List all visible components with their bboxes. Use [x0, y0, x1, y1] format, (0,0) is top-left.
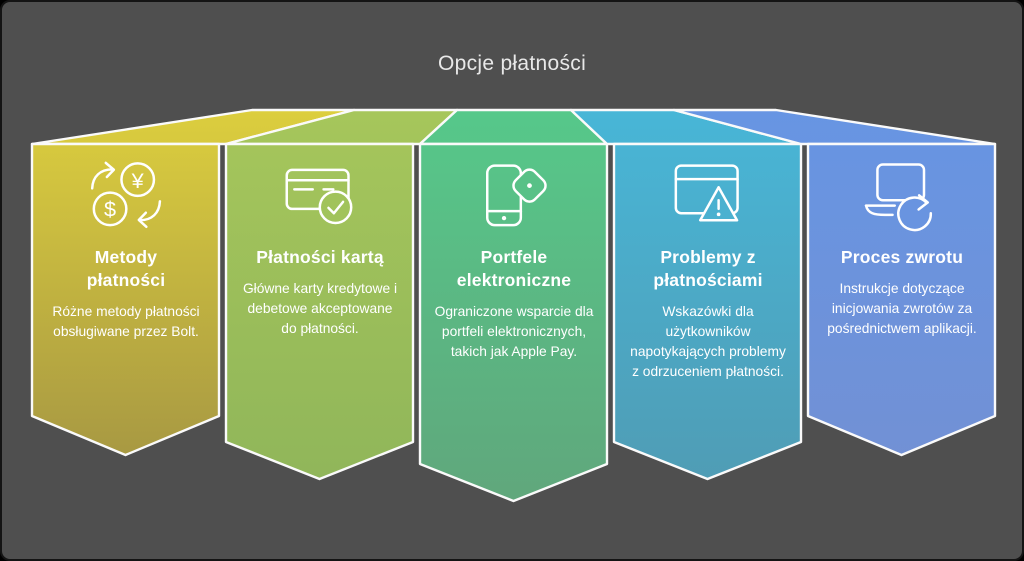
card-heading: Problemy z płatnościami: [653, 247, 763, 290]
currency-exchange-icon: ¥ $: [45, 156, 207, 238]
card-description: Ograniczone wsparcie dla portfeli elektr…: [434, 303, 594, 359]
card-description: Instrukcje dotyczące inicjowania zwrotów…: [827, 280, 977, 336]
card-heading: Płatności kartą: [256, 247, 384, 267]
card-card-payments: Płatności kartą Główne karty kredytowe i…: [226, 144, 414, 339]
card-payment-methods: ¥ $ Metody płatności Różne metody płatno…: [32, 144, 220, 342]
card-heading: Metody płatności: [86, 247, 166, 290]
card-check-icon: [239, 156, 401, 238]
mobile-wallet-icon: [433, 156, 595, 238]
svg-text:$: $: [104, 196, 116, 221]
card-e-wallets: Portfele elektroniczne Ograniczone wspar…: [420, 144, 608, 362]
card-payment-issues: Problemy z płatnościami Wskazówki dla uż…: [614, 144, 802, 382]
card-shape-3: [418, 142, 609, 503]
card-description: Wskazówki dla użytkowników napotykającyc…: [630, 303, 786, 379]
card-shape-1: [30, 142, 221, 457]
card-heading: Portfele elektroniczne: [456, 247, 572, 290]
svg-text:¥: ¥: [130, 168, 144, 193]
card-description: Główne karty kredytowe i debetowe akcept…: [242, 280, 398, 336]
payment-warning-icon: [627, 156, 789, 238]
card-shape-5: [806, 142, 997, 457]
card-heading: Proces zwrotu: [840, 247, 964, 267]
card-description: Różne metody płatności obsługiwane przez…: [52, 303, 200, 339]
card-refund-process: Proces zwrotu Instrukcje dotyczące inicj…: [808, 144, 996, 339]
laptop-refresh-icon: [821, 156, 983, 238]
page-title: Opcje płatności: [437, 52, 587, 75]
card-shape-2: [224, 142, 415, 481]
card-shape-4: [612, 142, 803, 481]
